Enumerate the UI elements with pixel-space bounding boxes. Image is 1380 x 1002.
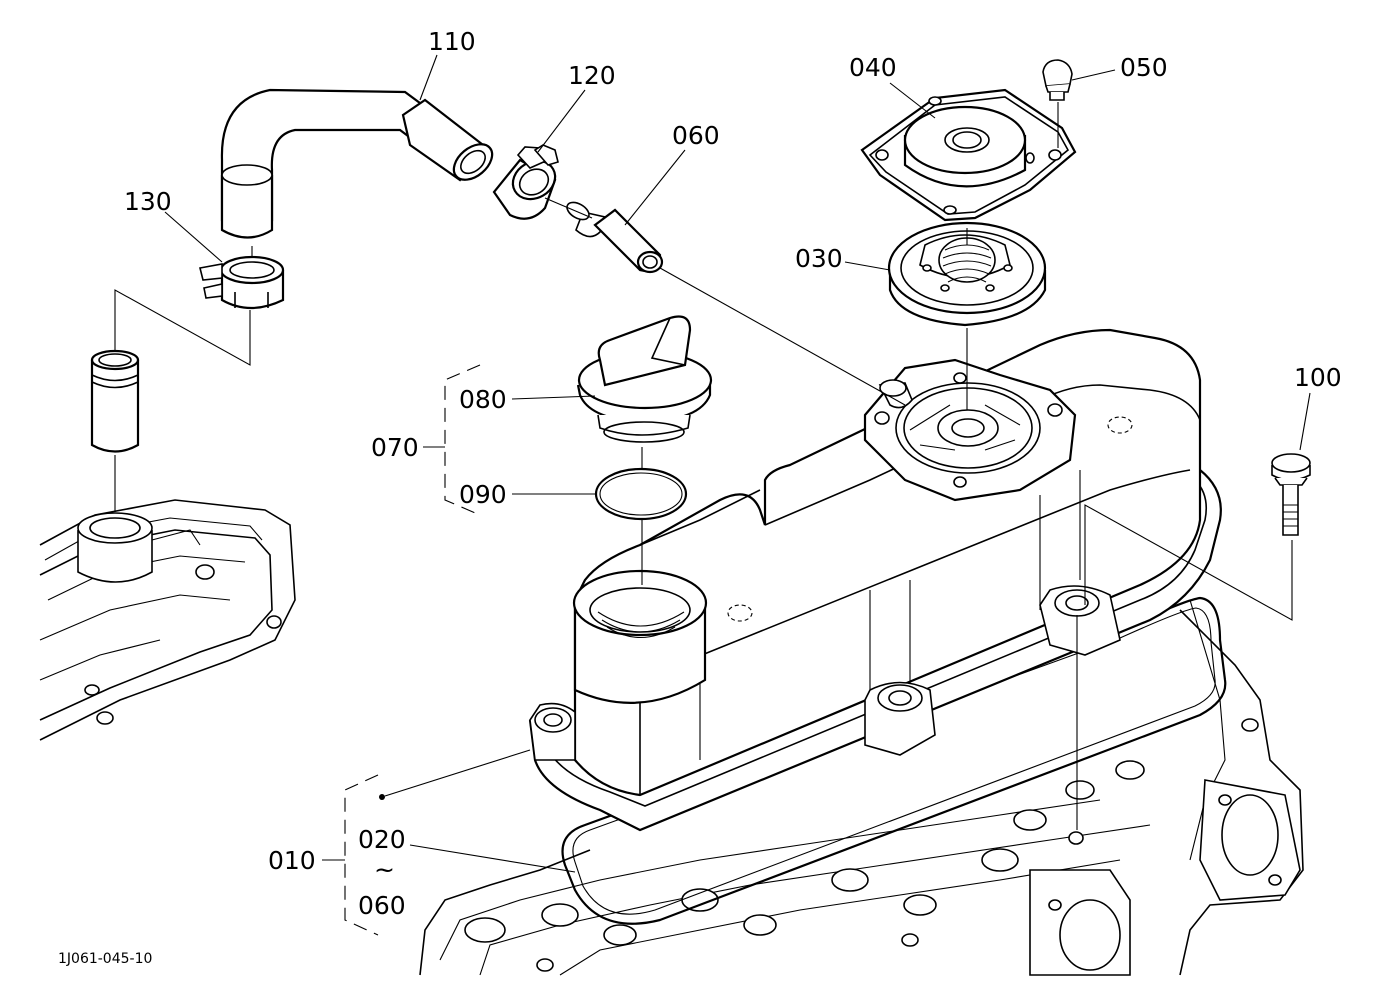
label-060-range-end: 060 bbox=[358, 891, 406, 920]
leader-lines bbox=[114, 54, 1311, 936]
o-ring-090 bbox=[594, 467, 688, 521]
hose-clamp-120 bbox=[492, 144, 559, 220]
drawing-code: 1J061-045-10 bbox=[58, 951, 152, 967]
breather-pipe-left bbox=[90, 349, 140, 453]
bolt-100 bbox=[1271, 453, 1311, 536]
cylinder-head-block bbox=[419, 599, 1304, 976]
pipe-joint-060 bbox=[566, 201, 664, 274]
label-070: 070 bbox=[371, 433, 419, 462]
label-080: 080 bbox=[459, 385, 507, 414]
screw-050 bbox=[1042, 59, 1073, 101]
label-010: 010 bbox=[268, 846, 316, 875]
label-040: 040 bbox=[849, 53, 897, 82]
breather-cover-040 bbox=[860, 88, 1077, 222]
label-110: 110 bbox=[428, 27, 476, 56]
head-cover-gasket bbox=[561, 596, 1227, 925]
label-090: 090 bbox=[459, 480, 507, 509]
label-050: 050 bbox=[1120, 53, 1168, 82]
label-range-tilde: ~ bbox=[374, 855, 395, 884]
hose-clamp-130 bbox=[199, 255, 285, 310]
label-120: 120 bbox=[568, 61, 616, 90]
breather-hose-110 bbox=[220, 88, 494, 239]
cylinder-head-fragment-left bbox=[39, 499, 296, 741]
label-020: 020 bbox=[358, 825, 406, 854]
oil-filler-cap-080 bbox=[576, 315, 713, 443]
head-cover bbox=[528, 328, 1222, 832]
label-030: 030 bbox=[795, 244, 843, 273]
label-060: 060 bbox=[672, 121, 720, 150]
label-130: 130 bbox=[124, 187, 172, 216]
label-100: 100 bbox=[1294, 363, 1342, 392]
diaphragm-030 bbox=[887, 221, 1047, 327]
